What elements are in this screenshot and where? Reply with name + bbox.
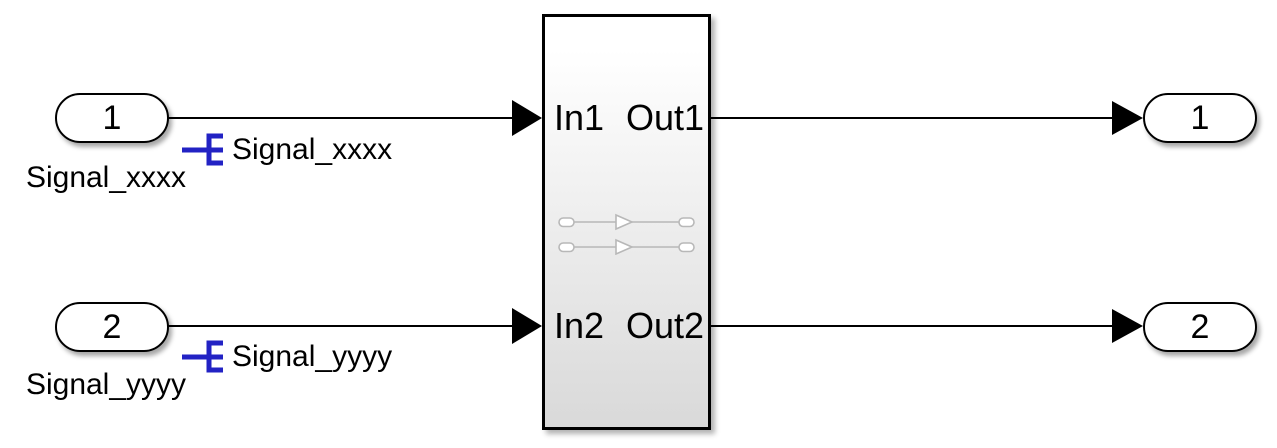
arrowhead-icon bbox=[512, 100, 542, 136]
signal-line-in2[interactable] bbox=[168, 325, 514, 327]
signal-line-out1[interactable] bbox=[709, 117, 1114, 119]
inport-1-number: 1 bbox=[102, 99, 122, 137]
subsystem-content-preview-icon bbox=[558, 213, 695, 255]
signal-tag-label-1[interactable]: Signal_xxxx bbox=[232, 133, 393, 166]
signal-line-in1[interactable] bbox=[168, 117, 514, 119]
signal-tag-label-2[interactable]: Signal_yyyy bbox=[232, 340, 393, 373]
outport-block-2[interactable]: 2 bbox=[1143, 302, 1257, 352]
inport-2-number: 2 bbox=[102, 308, 122, 346]
signal-tag-icon-2[interactable] bbox=[182, 338, 224, 375]
signal-line-out2[interactable] bbox=[709, 325, 1114, 327]
arrowhead-icon bbox=[1112, 101, 1143, 135]
subsystem-port-out2-label: Out2 bbox=[625, 305, 704, 346]
outport-1-number: 1 bbox=[1190, 99, 1210, 137]
outport-block-1[interactable]: 1 bbox=[1143, 93, 1257, 143]
subsystem-port-in2-label: In2 bbox=[554, 305, 605, 346]
inport-1-name-label[interactable]: Signal_xxxx bbox=[25, 161, 187, 194]
inport-block-1[interactable]: 1 bbox=[55, 93, 169, 143]
outport-2-number: 2 bbox=[1190, 308, 1210, 346]
subsystem-block[interactable]: In1 Out1 In2 Out2 bbox=[542, 14, 711, 430]
inport-block-2[interactable]: 2 bbox=[55, 302, 169, 352]
signal-tag-icon-1[interactable] bbox=[182, 131, 224, 168]
inport-2-name-label[interactable]: Signal_yyyy bbox=[25, 368, 187, 401]
arrowhead-icon bbox=[1112, 309, 1143, 343]
arrowhead-icon bbox=[512, 308, 542, 344]
subsystem-port-out1-label: Out1 bbox=[625, 97, 704, 138]
subsystem-port-in1-label: In1 bbox=[554, 97, 605, 138]
